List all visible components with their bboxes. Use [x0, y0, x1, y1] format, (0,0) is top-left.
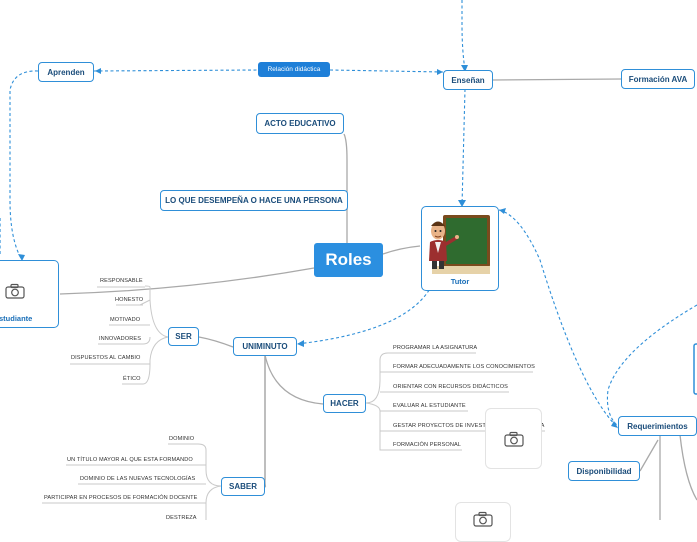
relation-label: Relación didáctica [267, 66, 321, 73]
node-ser[interactable]: SER [168, 327, 199, 346]
saber-item[interactable]: PARTICIPAR EN PROCESOS DE FORMACIÓN DOCE… [44, 495, 198, 501]
connector-uniminuto-saber [264, 355, 267, 488]
node-label: LO QUE DESEMPEÑA O HACE UNA PERSONA [165, 196, 343, 205]
node-label: Aprenden [47, 67, 85, 77]
connector-uniminuto-ser [198, 336, 234, 348]
saber-item[interactable]: DESTREZA [166, 515, 197, 521]
node-lo-que-desempena[interactable]: LO QUE DESEMPEÑA O HACE UNA PERSONA [160, 190, 348, 211]
connector-layer [0, 0, 697, 520]
camera-icon [503, 431, 524, 447]
node-label: SER [175, 332, 192, 341]
node-aprenden[interactable]: Aprenden [38, 62, 94, 82]
image-placeholder[interactable] [485, 408, 542, 469]
node-label: UNIMINUTO [242, 342, 288, 351]
relation-aprenden-ensenan [93, 69, 444, 73]
camera-icon [5, 283, 25, 299]
node-ensenan[interactable]: Enseñan [443, 70, 493, 90]
node-label: Formación AVA [628, 74, 688, 84]
ser-item[interactable]: MOTIVADO [110, 317, 141, 323]
saber-item[interactable]: UN TÍTULO MAYOR AL QUE ESTA FORMANDO [67, 457, 193, 463]
node-label: studiante [0, 314, 33, 323]
node-saber[interactable]: SABER [221, 477, 265, 496]
node-label: Requerimientos [627, 421, 688, 431]
relation-ensenan-tutor [461, 88, 466, 207]
node-label: Tutor [450, 277, 470, 286]
ser-item[interactable]: ÉTICO [123, 376, 141, 382]
hacer-item[interactable]: GESTAR PROYECTOS DE INVESTIGACIÓN FORMAT… [393, 423, 545, 429]
node-label: Disponibilidad [576, 466, 632, 476]
ser-item[interactable]: HONESTO [115, 297, 144, 303]
node-estudiante[interactable]: studiante [0, 260, 59, 328]
connector-uniminuto-hacer [264, 354, 324, 405]
node-label: HACER [330, 399, 359, 408]
relation-right-req [606, 304, 697, 427]
central-topic-roles[interactable]: Roles [314, 243, 383, 277]
relation-tutor-uniminuto [296, 274, 437, 345]
connector-tutor [382, 245, 421, 255]
connector-ensenan-ava [492, 78, 622, 81]
saber-item[interactable]: DOMINIO DE LAS NUEVAS TECNOLOGÍAS [80, 476, 196, 482]
node-acto-educativo[interactable]: ACTO EDUCATIVO [256, 113, 344, 134]
hacer-item[interactable]: FORMACIÓN PERSONAL [393, 442, 462, 448]
hacer-item[interactable]: EVALUAR AL ESTUDIANTE [393, 403, 466, 409]
relation-top-ensenan [461, 0, 466, 71]
image-placeholder[interactable] [455, 502, 511, 542]
saber-item[interactable]: DOMINIO [169, 436, 195, 442]
relation-tutor-req [498, 209, 619, 429]
node-label: Enseñan [451, 75, 485, 85]
node-hacer[interactable]: HACER [323, 394, 366, 413]
connector-estudiante [59, 267, 315, 295]
node-disponibilidad[interactable]: Disponibilidad [568, 461, 640, 481]
node-tutor[interactable]: Tutor [421, 206, 499, 291]
node-formacion-ava[interactable]: Formación AVA [621, 69, 695, 89]
hacer-item[interactable]: ORIENTAR CON RECURSOS DIDÁCTICOS [393, 384, 508, 390]
node-label: ACTO EDUCATIVO [264, 119, 336, 128]
node-uniminuto[interactable]: UNIMINUTO [233, 337, 297, 356]
teacher-chalkboard-icon [429, 215, 490, 274]
node-requerimientos[interactable]: Requerimientos [618, 416, 697, 436]
central-topic-label: Roles [325, 250, 372, 269]
hacer-item[interactable]: PROGRAMAR LA ASIGNATURA [393, 345, 478, 351]
connector-disponibilidad [639, 439, 659, 472]
ser-item[interactable]: DISPUESTOS AL CAMBIO [71, 355, 141, 361]
node-label: SABER [228, 482, 257, 491]
ser-item[interactable]: RESPONSABLE [100, 278, 143, 284]
relation-label-pill[interactable]: Relación didáctica [258, 62, 330, 77]
hacer-item[interactable]: FORMAR ADECUADAMENTE LOS CONOCIMIENTOS [393, 364, 536, 370]
connector-req-down2 [679, 434, 697, 501]
ser-item[interactable]: INNOVADORES [99, 336, 142, 342]
relation-aprenden-estudiante [9, 70, 39, 261]
camera-icon [473, 511, 493, 527]
